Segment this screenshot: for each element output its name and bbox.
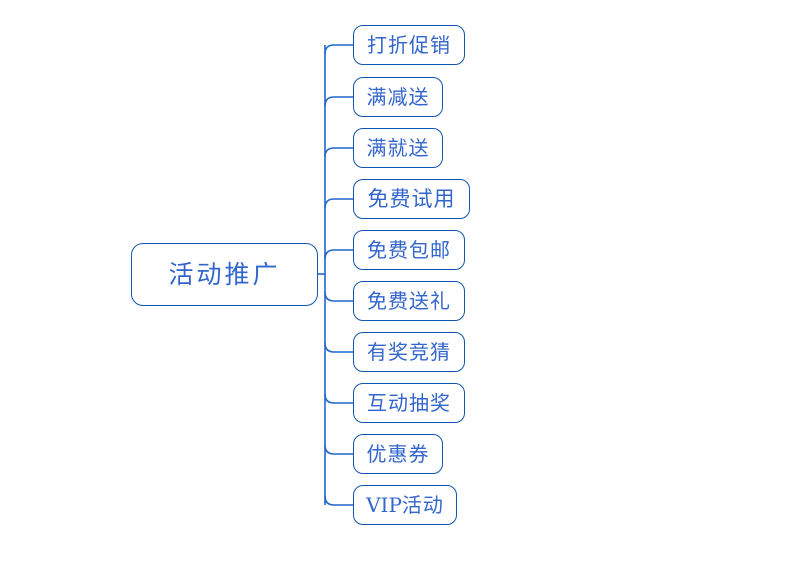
branch-connector-5 (324, 249, 353, 260)
branch-connector-9 (324, 444, 353, 455)
child-node-5[interactable]: 免费包邮 (353, 230, 465, 270)
child-node-label: VIP活动 (366, 495, 444, 515)
child-node-label: 免费试用 (367, 186, 456, 211)
child-node-6[interactable]: 免费送礼 (353, 281, 465, 321)
child-node-label: 免费送礼 (367, 289, 451, 313)
branch-connector-4 (324, 198, 353, 209)
child-node-label: 满减送 (366, 85, 430, 109)
child-node-1[interactable]: 打折促销 (353, 25, 465, 65)
branch-connector-6 (324, 291, 353, 302)
node-label-prefix: VIP (366, 493, 402, 517)
child-node-2[interactable]: 满减送 (353, 77, 443, 117)
child-node-8[interactable]: 互动抽奖 (353, 383, 465, 423)
child-node-label: 优惠券 (366, 442, 430, 466)
branch-connector-7 (324, 342, 353, 353)
branch-connector-8 (324, 393, 353, 404)
child-node-9[interactable]: 优惠券 (353, 434, 443, 474)
child-node-label: 打折促销 (367, 33, 451, 57)
child-node-label: 有奖竞猜 (367, 340, 451, 364)
child-node-10[interactable]: VIP活动 (353, 485, 457, 525)
child-node-label: 免费包邮 (367, 238, 451, 262)
branch-connector-10 (324, 495, 353, 506)
branch-connector-3 (324, 147, 353, 158)
child-node-7[interactable]: 有奖竞猜 (353, 332, 465, 372)
node-label-suffix: 活动 (401, 493, 444, 517)
branch-connector-1 (324, 44, 353, 55)
child-node-label: 满就送 (366, 136, 430, 160)
branch-connector-2 (324, 96, 353, 107)
child-node-label: 互动抽奖 (367, 391, 451, 415)
root-node-label: 活动推广 (168, 260, 281, 289)
child-node-3[interactable]: 满就送 (353, 128, 443, 168)
root-node[interactable]: 活动推广 (131, 243, 318, 306)
child-node-4[interactable]: 免费试用 (353, 179, 470, 219)
